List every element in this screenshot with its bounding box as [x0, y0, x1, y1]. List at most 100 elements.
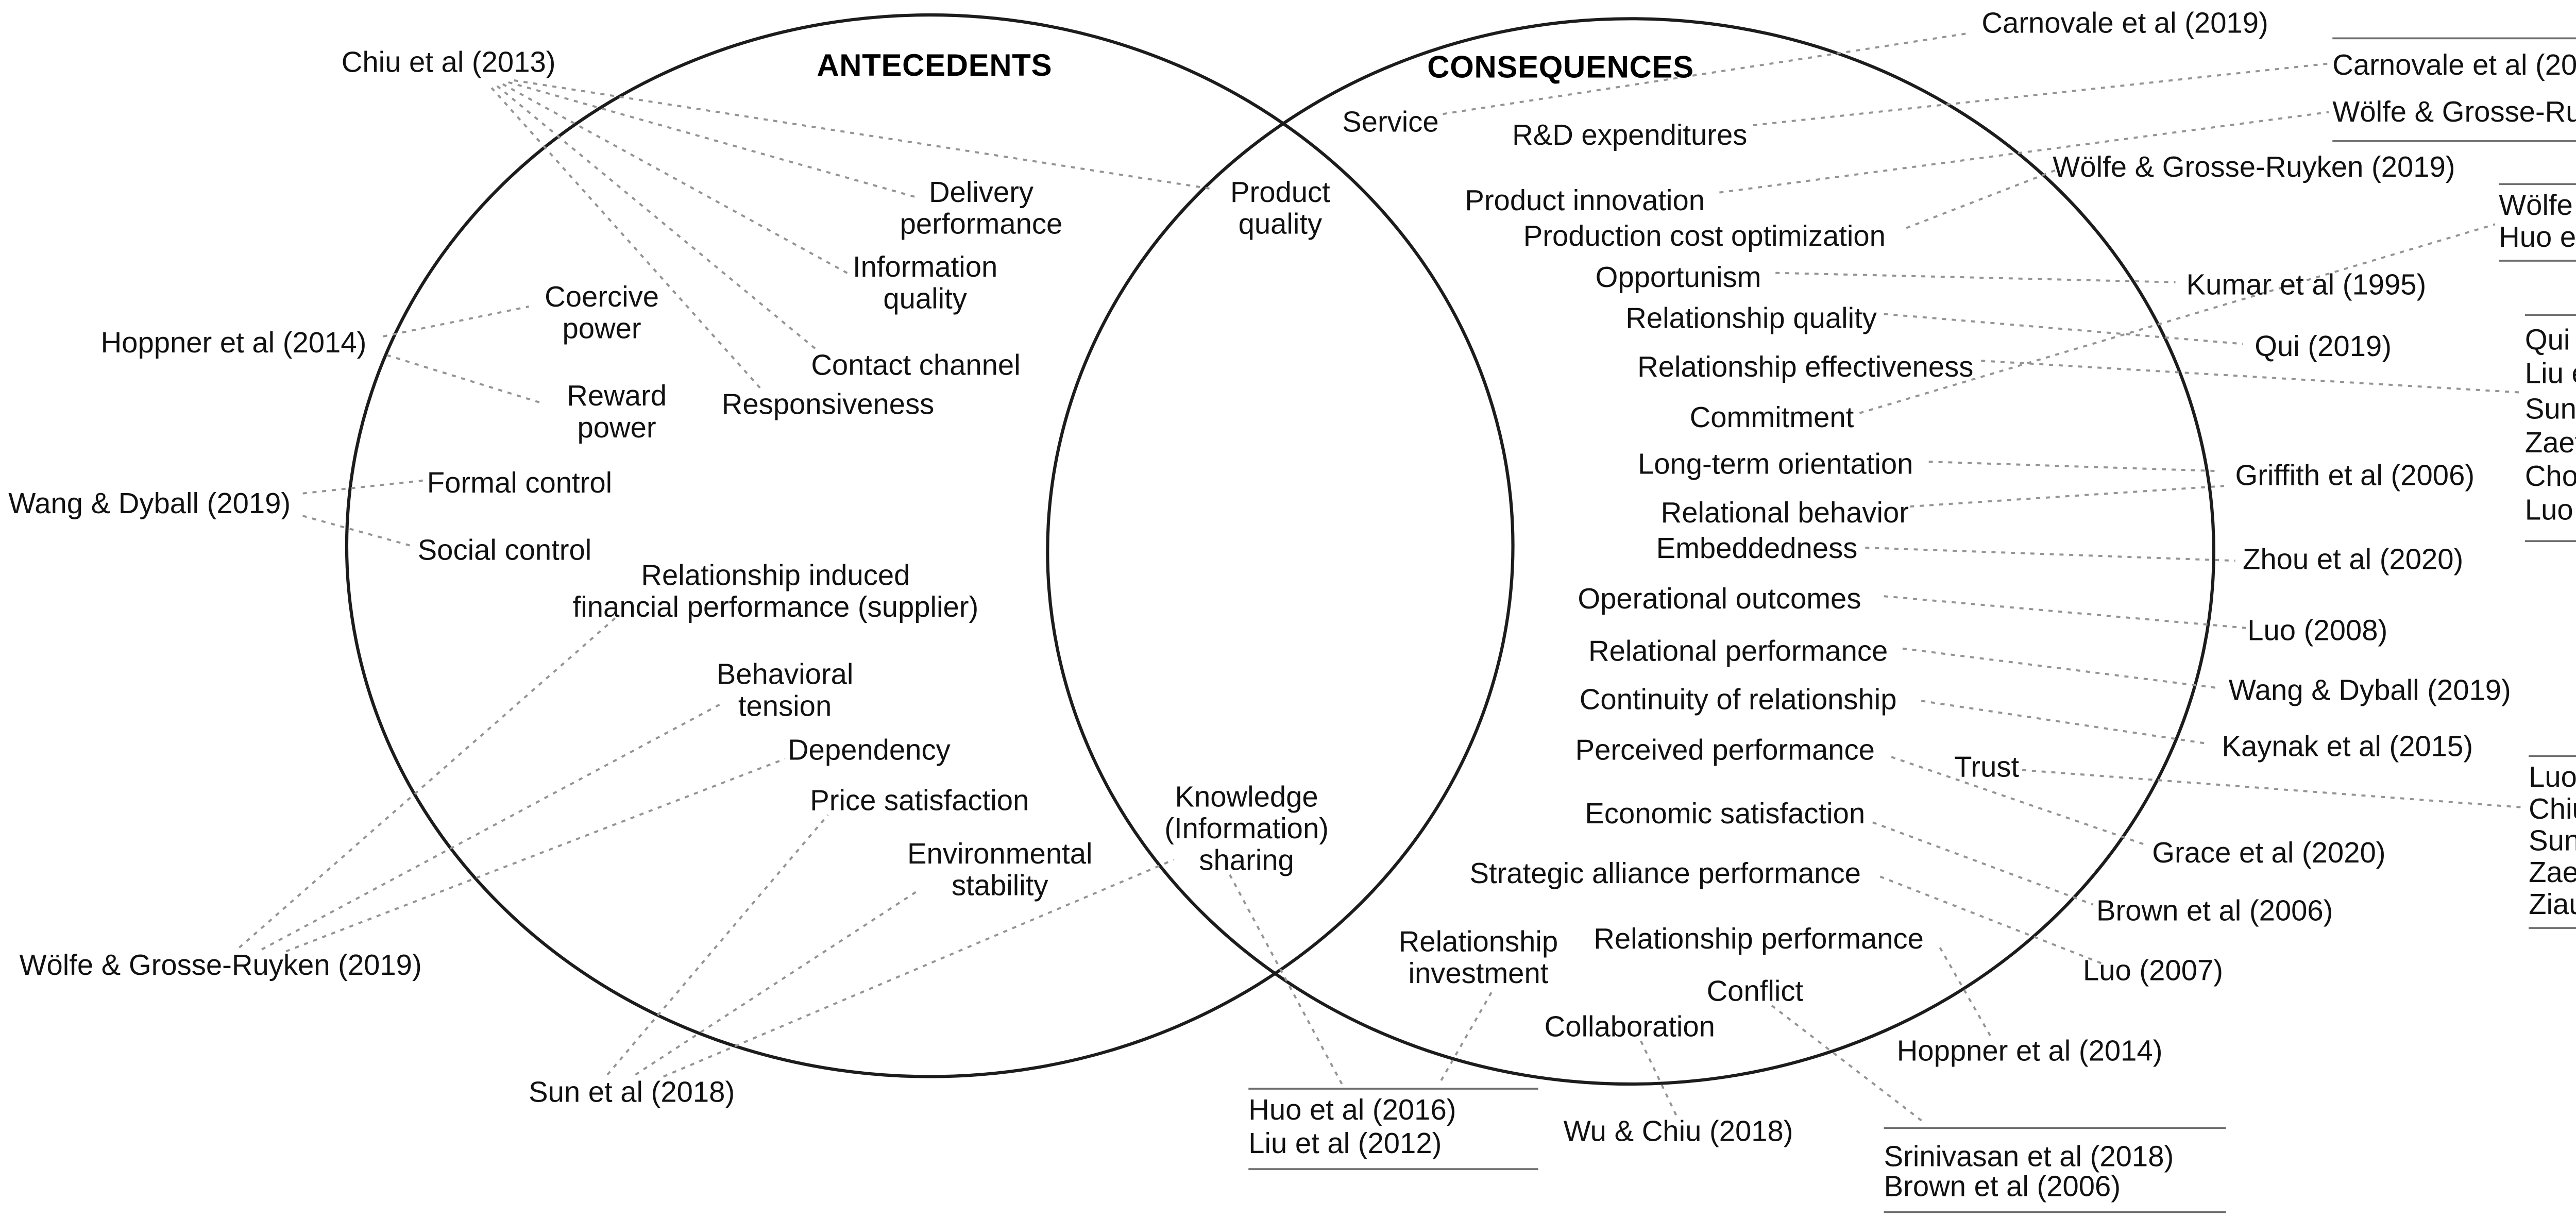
- citation-group-item: Carnovale et al (2019): [2332, 50, 2576, 82]
- connector-line: [1910, 485, 2224, 508]
- consequences-ellipse: [1046, 17, 2215, 1086]
- citation-wang-dyball-2019-left: Wang & Dyball (2019): [8, 488, 291, 521]
- concept-relational-performance: Relational performance: [1588, 636, 1888, 668]
- concept-social-control: Social control: [417, 535, 592, 567]
- connector-line: [1753, 62, 2329, 127]
- concept-conflict: Conflict: [1706, 976, 1804, 1009]
- connector-line: [302, 479, 425, 495]
- concept-relationship-performance: Relationship performance: [1594, 924, 1924, 956]
- concept-relational-behavior: Relational behavior: [1660, 498, 1909, 530]
- connector-lines: [239, 32, 2523, 1124]
- concept-production-cost-optimization: Production cost optimization: [1523, 221, 1886, 253]
- connector-line: [1438, 992, 1493, 1085]
- concept-long-term-orientation: Long-term orientation: [1637, 449, 1913, 482]
- citation-sun-2018-left: Sun et al (2018): [529, 1077, 735, 1109]
- connector-line: [1879, 875, 2105, 966]
- concept-reward-power: Reward power: [567, 381, 667, 445]
- citation-group-item: Luo (2008): [2529, 763, 2576, 794]
- connector-line: [508, 81, 920, 199]
- concept-price-satisfaction: Price satisfaction: [810, 786, 1029, 818]
- connector-line: [1884, 595, 2247, 629]
- concept-responsiveness: Responsiveness: [721, 390, 935, 422]
- concept-dependency: Dependency: [787, 735, 951, 768]
- concept-environmental-stability: Environmental stability: [907, 839, 1093, 903]
- citation-group-item: Liu et al (2012): [2524, 359, 2576, 392]
- concept-product-quality: Product quality: [1230, 177, 1330, 241]
- connector-line: [1939, 947, 1993, 1040]
- connector-line: [261, 703, 720, 951]
- citation-group-item: Zaefarian et al (2016): [2524, 428, 2576, 460]
- citation-group-item: Sun et al (2018): [2529, 826, 2576, 858]
- concept-relationship-induced-financial-performance: Relationship induced financial performan…: [572, 561, 979, 624]
- connector-line: [2022, 769, 2523, 809]
- concept-economic-satisfaction: Economic satisfaction: [1585, 799, 1866, 831]
- connector-line: [1891, 756, 2146, 846]
- citation-wang-dyball-2019-right: Wang & Dyball (2019): [2228, 675, 2511, 708]
- citation-group-luo-chiu-sun-zaefarian-ziaullah: Luo (2008) Chiu et al (2013) Sun et al (…: [2529, 755, 2576, 929]
- connector-line: [1906, 169, 2057, 229]
- concept-operational-outcomes: Operational outcomes: [1578, 584, 1861, 616]
- concept-continuity-of-relationship: Continuity of relationship: [1579, 685, 1897, 717]
- concept-behavioral-tension: Behavioral tension: [716, 659, 854, 723]
- citation-kumar-1995: Kumar et al (1995): [2186, 270, 2427, 302]
- concept-relationship-effectiveness: Relationship effectiveness: [1637, 352, 1974, 384]
- citation-group-item: Qui (2019): [2524, 325, 2576, 357]
- connector-line: [1443, 32, 1967, 115]
- concept-opportunism: Opportunism: [1595, 262, 1761, 295]
- citation-group-item: Chiu et al (2013): [2529, 794, 2576, 826]
- citation-group-item: Sun et al (2018): [2524, 393, 2576, 426]
- citation-group-item: Wölfe & Grosse-Ruyken (2019): [2499, 191, 2576, 223]
- connector-line: [1640, 1040, 1677, 1116]
- concept-coercive-power: Coercive power: [545, 282, 659, 346]
- connector-line: [1884, 313, 2243, 345]
- citation-group-srinivasan-brown: Srinivasan et al (2018) Brown et al (200…: [1884, 1127, 2226, 1213]
- connector-line: [1921, 700, 2210, 745]
- citation-group-carnovale-wolfe: Carnovale et al (2019) Wölfe & Grosse-Ru…: [2332, 37, 2576, 142]
- concept-commitment: Commitment: [1689, 402, 1854, 435]
- citation-chiu-2013: Chiu et al (2013): [341, 47, 556, 80]
- connector-line: [496, 85, 820, 352]
- citation-group-item: Luo (2009): [2524, 496, 2576, 528]
- citation-hoppner-2014-left: Hoppner et al (2014): [100, 328, 367, 360]
- concept-strategic-alliance-performance: Strategic alliance performance: [1469, 858, 1861, 891]
- citation-wolfe-grosse-ruyken-2019-left: Wölfe & Grosse-Ruyken (2019): [19, 950, 422, 983]
- connector-line: [502, 83, 851, 276]
- concept-perceived-performance: Perceived performance: [1575, 735, 1875, 768]
- connector-line: [1771, 1005, 1926, 1124]
- connector-line: [1859, 223, 2496, 414]
- concept-embeddedness: Embeddedness: [1656, 533, 1858, 566]
- connector-line: [1865, 546, 2235, 562]
- title-antecedents: ANTECEDENTS: [817, 49, 1053, 83]
- citation-zhou-2020: Zhou et al (2020): [2243, 545, 2464, 577]
- concept-rd-expenditures: R&D expenditures: [1512, 120, 1748, 153]
- citation-wolfe-grosse-ruyken-2019-floating: Wölfe & Grosse-Ruyken (2019): [2053, 152, 2455, 184]
- citation-group-item: Choi (2016): [2524, 462, 2576, 494]
- citation-luo-2007: Luo (2007): [2082, 956, 2224, 988]
- connector-line: [285, 757, 786, 953]
- concept-information-quality: Information quality: [853, 252, 998, 316]
- connector-line: [1229, 874, 1343, 1085]
- concept-formal-control: Formal control: [427, 468, 613, 500]
- citation-carnovale-2019-floating: Carnovale et al (2019): [1981, 8, 2268, 40]
- connector-line: [1872, 821, 2094, 906]
- citation-group-huo-liu: Huo et al (2016) Liu et al (2012): [1248, 1088, 1538, 1170]
- citation-wu-chiu-2018: Wu & Chiu (2018): [1563, 1116, 1793, 1149]
- connector-line: [1775, 272, 2176, 283]
- citation-luo-2008-floating: Luo (2008): [2247, 616, 2388, 648]
- citation-group-qui-liu-sun-zaefarian-choi-luo: Qui (2019) Liu et al (2012) Sun et al (2…: [2524, 314, 2576, 542]
- connector-line: [239, 616, 618, 949]
- concept-trust: Trust: [1954, 752, 2020, 784]
- citation-brown-2006: Brown et al (2006): [2096, 896, 2333, 928]
- concept-product-innovation: Product innovation: [1465, 185, 1705, 218]
- connector-line: [1981, 360, 2521, 394]
- concept-service: Service: [1342, 107, 1439, 140]
- citation-group-item: Ziaullah et al (2015): [2529, 889, 2576, 922]
- connector-line: [1902, 647, 2217, 689]
- citation-griffith-2006: Griffith et al (2006): [2235, 461, 2475, 493]
- concept-relationship-quality: Relationship quality: [1625, 303, 1877, 336]
- connector-line: [302, 515, 412, 547]
- connector-line: [635, 889, 920, 1076]
